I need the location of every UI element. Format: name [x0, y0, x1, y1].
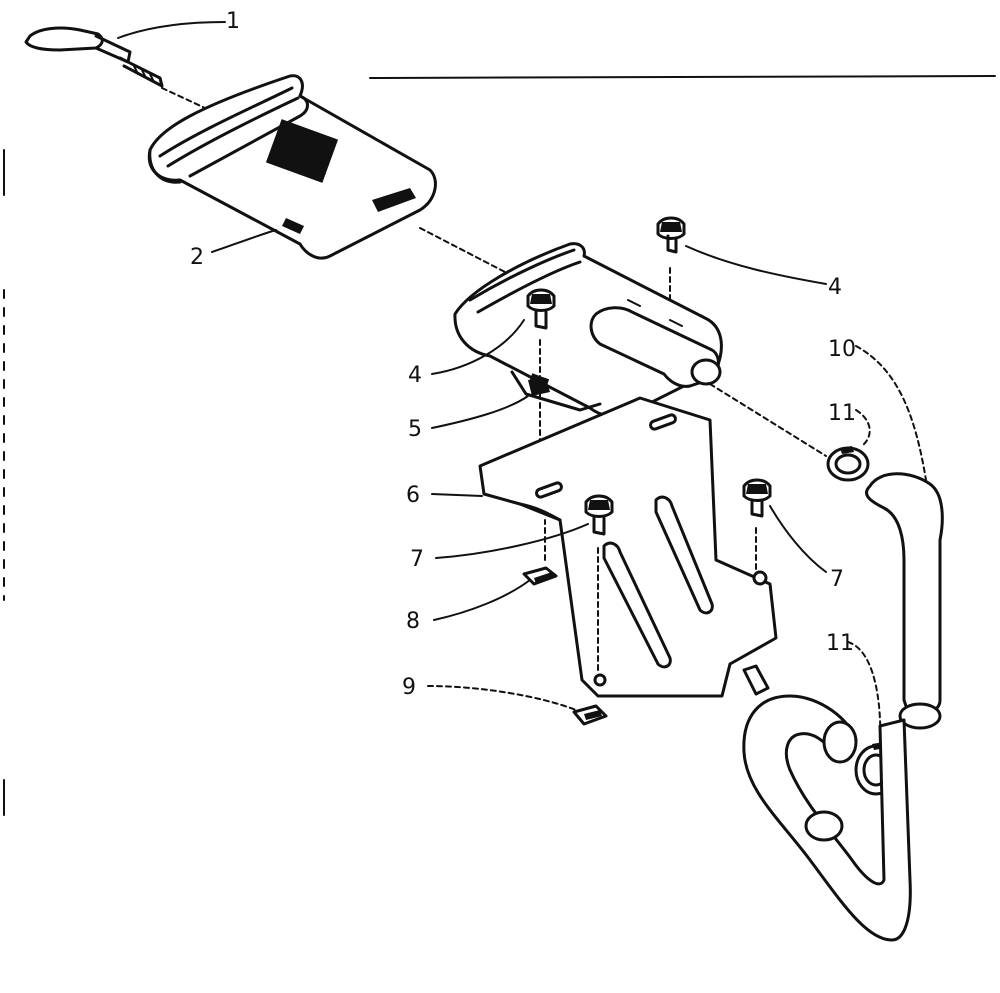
callout-11-upper: 11	[828, 401, 856, 426]
leader-7-left	[435, 523, 589, 559]
assembly-line-1	[161, 87, 206, 109]
part-2-housing	[147, 74, 437, 260]
part-7-screw-right	[742, 478, 772, 518]
callout-8: 8	[406, 609, 420, 634]
part-11-clamp-upper	[826, 446, 870, 482]
callout-7-left: 7	[410, 547, 424, 572]
leader-10	[855, 345, 927, 481]
hose-assembly-line	[709, 383, 827, 457]
leader-7-right	[769, 505, 827, 573]
part-7-screw-left	[584, 494, 614, 536]
upper-bracket-assembly	[453, 242, 723, 418]
part-5-nut	[528, 378, 550, 396]
leader-8	[433, 579, 531, 621]
callout-11-lower: 11	[826, 631, 854, 656]
assembly-line-2	[419, 227, 506, 273]
callout-2: 2	[190, 245, 204, 270]
leader-5	[431, 395, 529, 429]
leader-1	[117, 21, 226, 39]
header-rule	[369, 75, 996, 79]
housing-grille	[265, 119, 339, 183]
callout-9: 9	[402, 675, 416, 700]
callout-1: 1	[226, 9, 240, 34]
part-4-screw-lower	[526, 288, 556, 330]
part-9-clip	[572, 704, 608, 726]
leader-6	[431, 493, 483, 497]
part-4-screw-upper	[656, 216, 686, 254]
part-6-plate	[478, 396, 778, 698]
callout-7-right: 7	[830, 567, 844, 592]
callout-4-lower: 4	[408, 363, 422, 388]
callout-4-upper: 4	[828, 275, 842, 300]
leader-4-lower	[431, 319, 525, 375]
leader-9	[427, 685, 577, 711]
callout-10: 10	[828, 337, 856, 362]
leader-11-upper	[855, 409, 871, 447]
part-1-handle	[24, 26, 164, 88]
leader-4-upper	[685, 245, 827, 285]
callout-5: 5	[408, 417, 422, 442]
leader-2	[211, 229, 277, 253]
callout-6: 6	[406, 483, 420, 508]
leader-11-lower	[847, 641, 882, 747]
part-10-hose	[742, 472, 944, 942]
